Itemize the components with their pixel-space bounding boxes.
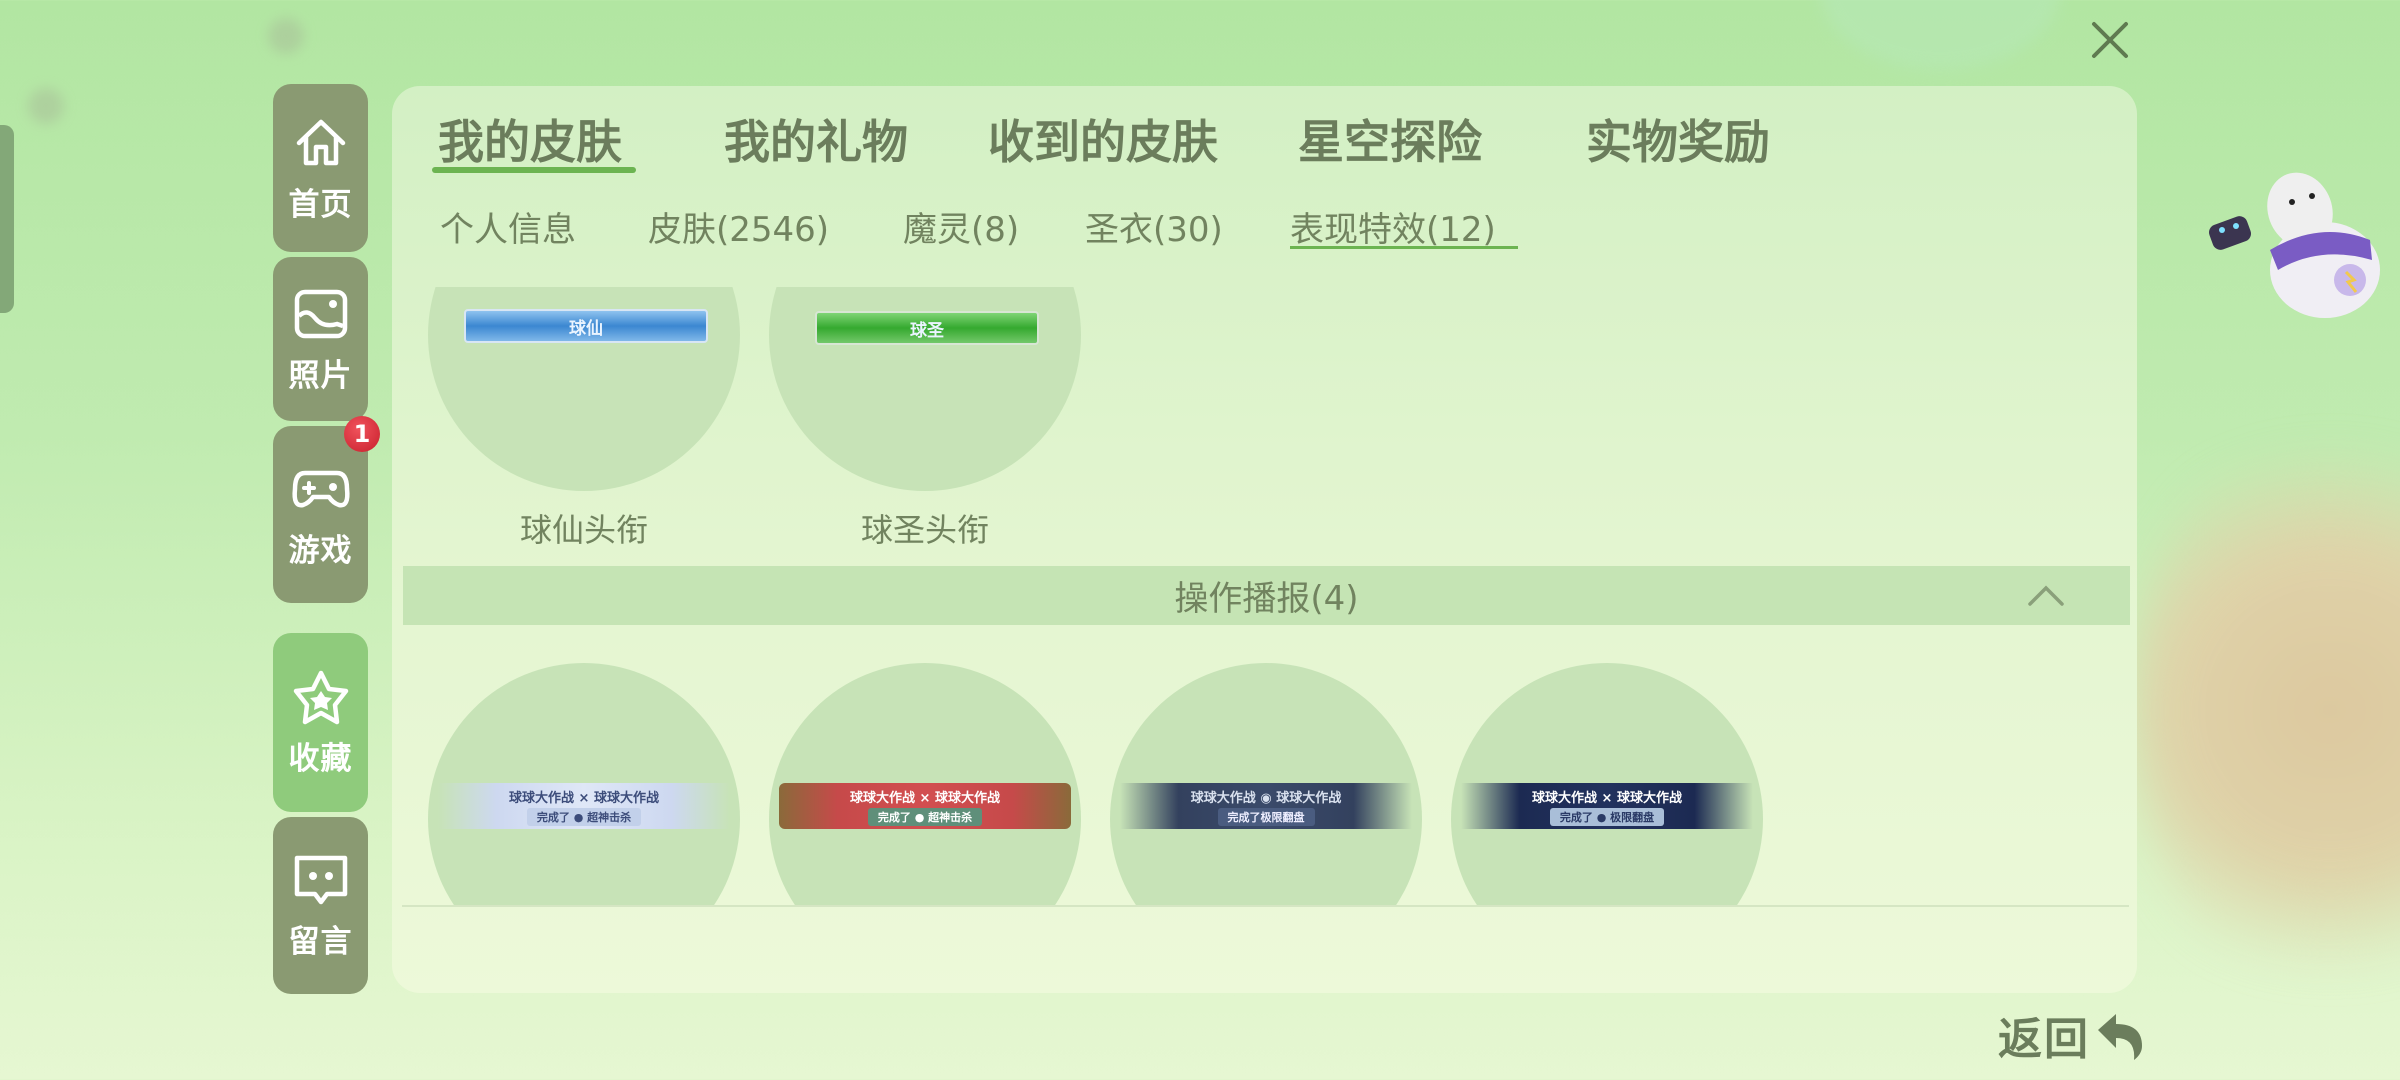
sidebar-item-games[interactable]: 1 游戏	[273, 416, 380, 603]
active-tab-indicator	[432, 167, 636, 173]
section-title: 操作播报(4)	[1174, 579, 1359, 619]
item-preview[interactable]: 球球大作战 ◉ 球球大作战 完成了极限翻盘	[1110, 663, 1422, 906]
item-preview[interactable]: 球球大作战 × 球球大作战 完成了 ● 超神击杀	[769, 663, 1081, 906]
effects-scroll-list[interactable]: 球仙 球仙头衔 球圣 球圣头衔 操作播报(4) 球球大作战 × 球球大作战 完成…	[392, 287, 2137, 906]
subtab-effects[interactable]: 表现特效(12)	[1290, 210, 1496, 250]
broadcast-item[interactable]: 球球大作战 × 球球大作战 完成了 ● 超神击杀	[769, 663, 1081, 906]
tab-my-skins[interactable]: 我的皮肤	[438, 115, 622, 169]
back-label: 返回	[1998, 1014, 2090, 1065]
subtab-personal-info[interactable]: 个人信息	[440, 210, 576, 250]
photo-icon	[294, 289, 347, 338]
message-icon	[294, 855, 347, 905]
subtab-spirits[interactable]: 魔灵(8)	[903, 210, 1020, 250]
broadcast-banner-navy: 球球大作战 × 球球大作战 完成了 ● 极限翻盘	[1461, 783, 1753, 829]
tab-received-skins[interactable]: 收到的皮肤	[988, 115, 1218, 169]
sidebar-item-label: 首页	[288, 186, 353, 223]
tab-physical-rewards[interactable]: 实物奖励	[1586, 115, 1770, 169]
star-icon	[293, 670, 348, 725]
title-item[interactable]: 球圣 球圣头衔	[769, 287, 1081, 551]
item-label: 球圣头衔	[860, 511, 989, 549]
sidebar-item-label: 照片	[288, 357, 353, 394]
title-item[interactable]: 球仙 球仙头衔	[428, 287, 740, 551]
broadcast-banner-steel: 球球大作战 ◉ 球球大作战 完成了极限翻盘	[1120, 783, 1412, 829]
close-button[interactable]	[2086, 16, 2134, 64]
sidebar-item-home[interactable]: 首页	[273, 84, 368, 252]
background-glow	[2130, 420, 2400, 1000]
active-subtab-indicator	[1290, 246, 1518, 249]
sidebar-item-label: 收藏	[288, 741, 353, 777]
item-label: 球仙头衔	[519, 511, 648, 549]
gamepad-icon	[291, 470, 350, 508]
sidebar-item-label: 游戏	[288, 533, 353, 569]
broadcast-banner-ice: 球球大作战 × 球球大作战 完成了 ● 超神击杀	[438, 783, 730, 829]
sidebar-item-collection[interactable]: 收藏	[273, 633, 368, 812]
title-badge-preview: 球仙	[464, 309, 708, 343]
sidebar-item-photos[interactable]: 照片	[273, 257, 368, 421]
item-preview[interactable]: 球仙	[428, 287, 740, 491]
content-panel: 我的皮肤 我的礼物 收到的皮肤 星空探险 实物奖励 个人信息 皮肤(2546) …	[392, 86, 2137, 993]
broadcast-banner-christmas: 球球大作战 × 球球大作战 完成了 ● 超神击杀	[779, 783, 1071, 829]
back-button[interactable]: 返回	[1998, 1003, 2148, 1067]
mascot-character-icon	[2209, 172, 2380, 318]
background-bubble	[1820, 0, 2060, 70]
list-divider	[402, 905, 2129, 907]
back-arrow-icon	[2098, 1014, 2142, 1060]
section-header-broadcast[interactable]: 操作播报(4)	[403, 566, 2130, 625]
title-badge-preview: 球圣	[815, 311, 1039, 345]
tab-my-gifts[interactable]: 我的礼物	[724, 115, 908, 169]
item-preview[interactable]: 球球大作战 × 球球大作战 完成了 ● 极限翻盘	[1451, 663, 1763, 906]
chevron-up-icon[interactable]	[2026, 580, 2066, 610]
notification-badge: 1	[344, 416, 380, 452]
background-dot	[28, 88, 64, 124]
left-edge-handle[interactable]	[0, 125, 14, 313]
broadcast-item[interactable]: 球球大作战 × 球球大作战 完成了 ● 极限翻盘	[1451, 663, 1763, 906]
background-dot	[268, 18, 304, 54]
item-preview[interactable]: 球球大作战 × 球球大作战 完成了 ● 超神击杀	[428, 663, 740, 906]
broadcast-item[interactable]: 球球大作战 × 球球大作战 完成了 ● 超神击杀	[428, 663, 740, 906]
subtab-skins[interactable]: 皮肤(2546)	[648, 210, 830, 250]
sidebar-item-messages[interactable]: 留言	[273, 817, 368, 994]
subtab-armor[interactable]: 圣衣(30)	[1085, 210, 1223, 250]
tab-star-adventure[interactable]: 星空探险	[1298, 115, 1482, 169]
close-icon	[2092, 22, 2128, 58]
home-icon	[296, 119, 345, 165]
sidebar-item-label: 留言	[288, 924, 353, 960]
broadcast-item[interactable]: 球球大作战 ◉ 球球大作战 完成了极限翻盘	[1110, 663, 1422, 906]
item-preview[interactable]: 球圣	[769, 287, 1081, 491]
